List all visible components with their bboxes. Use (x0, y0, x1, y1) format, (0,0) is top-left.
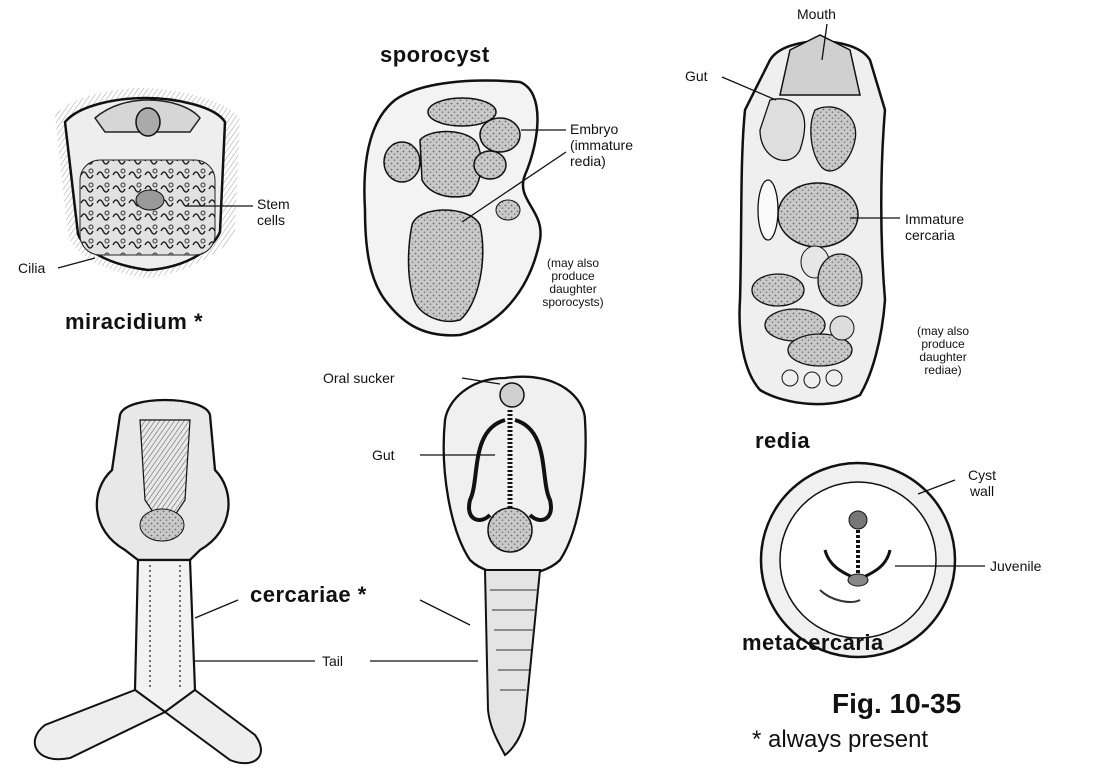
label-embryo: Embryo (immature redia) (570, 121, 633, 169)
title-redia: redia (755, 428, 810, 454)
label-stem-cells: Stem cells (257, 196, 290, 228)
label-mouth: Mouth (797, 6, 836, 22)
label-cilia: Cilia (18, 260, 45, 276)
miracidium-drawing (55, 88, 240, 278)
metacercaria-drawing (761, 463, 955, 657)
label-stem-cells-line: cells (257, 212, 290, 228)
figure-footnote: * always present (752, 726, 928, 754)
label-embryo-line: (immature (570, 137, 633, 153)
label-cyst-wall: Cyst wall (952, 467, 1012, 499)
label-stem-cells-line: Stem (257, 196, 290, 212)
label-embryo-line: redia) (570, 153, 633, 169)
label-immature-cercaria-line: cercaria (905, 227, 964, 243)
cercaria-simple-drawing (444, 377, 586, 755)
title-sporocyst: sporocyst (380, 42, 490, 68)
cilia-leader (58, 258, 95, 268)
sporocyst-drawing (364, 81, 540, 336)
label-oral-sucker: Oral sucker (323, 370, 395, 386)
redia-drawing (740, 35, 885, 404)
note-sporocyst: (may also produce daughter sporocysts) (518, 257, 628, 309)
label-cyst-wall-line: Cyst (952, 467, 1012, 483)
label-tail: Tail (322, 653, 343, 669)
note-line: sporocysts) (518, 296, 628, 309)
title-miracidium: miracidium * (65, 309, 203, 335)
label-gut-cercaria: Gut (372, 447, 395, 463)
title-metacercaria: metacercaria (742, 630, 884, 656)
label-cyst-wall-line: wall (952, 483, 1012, 499)
title-cercariae: cercariae * (250, 582, 367, 608)
figure-number: Fig. 10-35 (832, 688, 961, 720)
cercaria-forked-drawing (35, 400, 261, 763)
label-juvenile: Juvenile (990, 558, 1041, 574)
note-line: rediae) (888, 364, 998, 377)
label-immature-cercaria: Immature cercaria (905, 211, 964, 243)
label-immature-cercaria-line: Immature (905, 211, 964, 227)
label-embryo-line: Embryo (570, 121, 633, 137)
label-gut-redia: Gut (685, 68, 708, 84)
note-redia: (may also produce daughter rediae) (888, 325, 998, 377)
